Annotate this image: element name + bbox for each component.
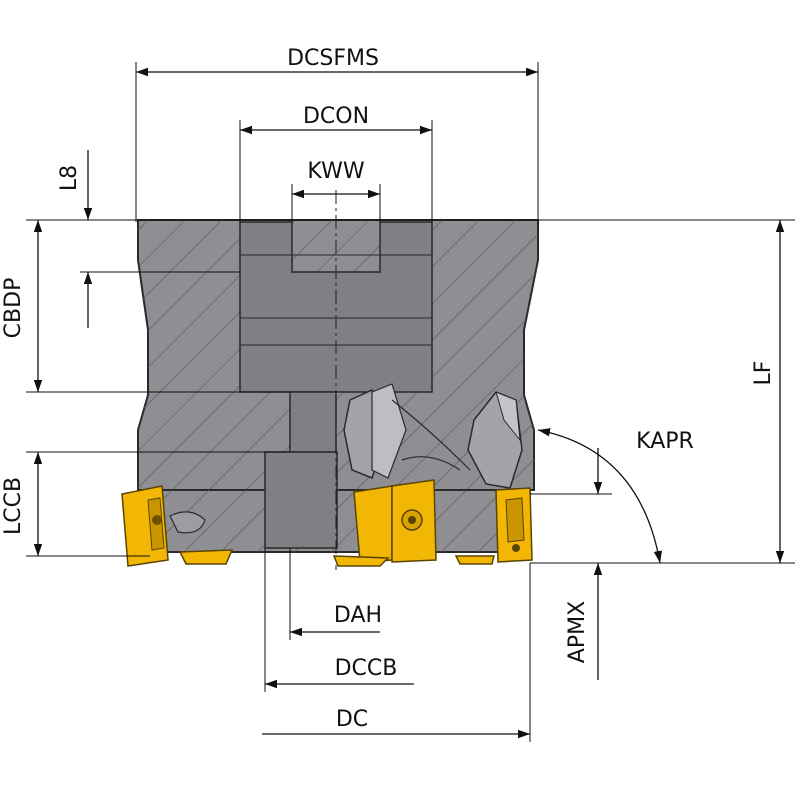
label-lccb: LCCB [1, 477, 26, 535]
label-cbdp: CBDP [1, 278, 26, 339]
chip-pockets [169, 383, 523, 534]
label-dcon: DCON [303, 104, 369, 129]
inserts [121, 479, 533, 567]
dimension-lines [33, 67, 785, 739]
label-apmx: APMX [565, 601, 590, 663]
insert-center-side [353, 485, 393, 563]
label-kapr: KAPR [636, 429, 694, 454]
dimension-labels: DCSFMS DCON KWW L8 CBDP LCCB LF KAPR APM… [1, 46, 776, 732]
label-l8: L8 [57, 165, 82, 191]
label-kww: KWW [307, 159, 364, 184]
dim-kapr [537, 428, 663, 564]
label-dah: DAH [334, 603, 382, 628]
label-dccb: DCCB [335, 656, 398, 681]
label-dcsfms: DCSFMS [287, 46, 379, 71]
label-lf: LF [751, 361, 776, 386]
cutter-body [137, 219, 539, 553]
label-dc: DC [336, 707, 368, 732]
